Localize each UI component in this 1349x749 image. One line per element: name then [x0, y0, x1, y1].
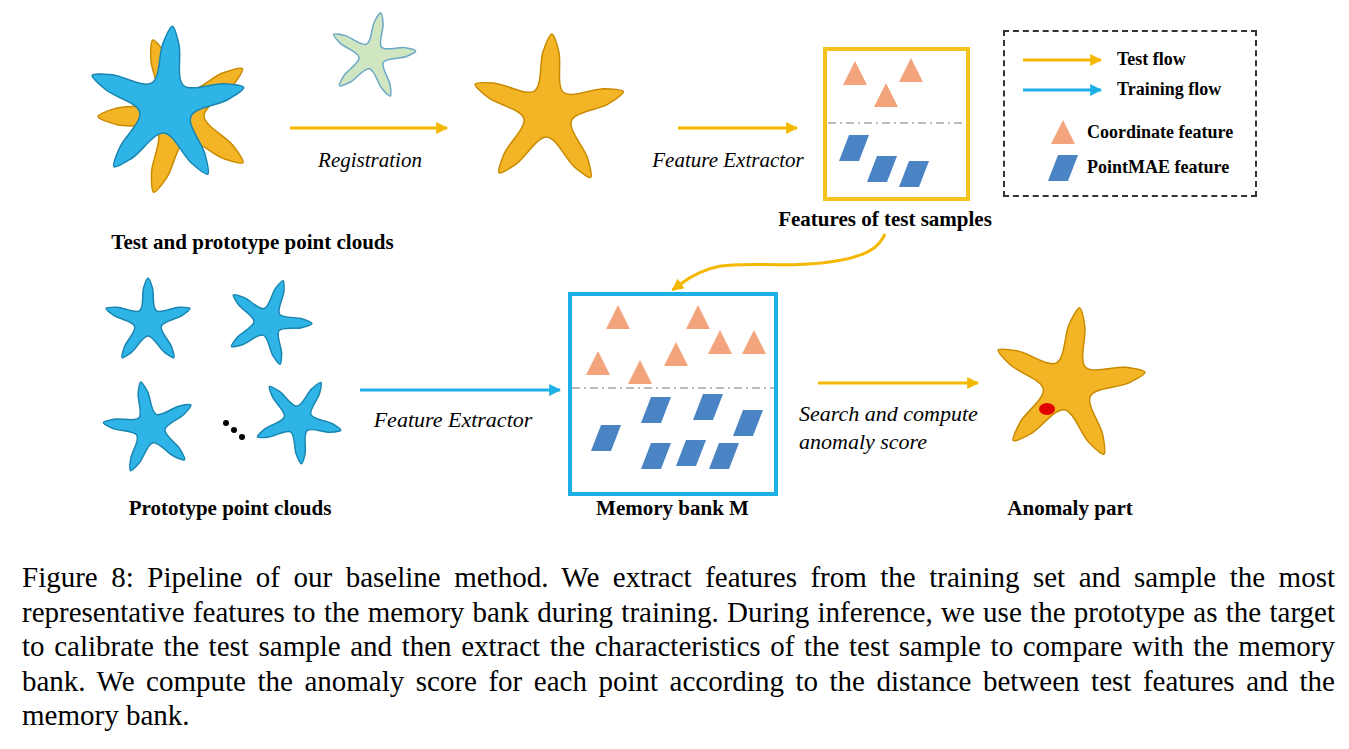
figure-label: Test and prototype point clouds: [111, 230, 393, 255]
pointmae-feature: [899, 161, 929, 187]
test-flow-arrow: [678, 127, 797, 130]
figure-caption: Figure 8: Pipeline of our baseline metho…: [22, 560, 1335, 733]
pointmae-feature: [733, 410, 763, 436]
prototype-starfish: [257, 382, 340, 463]
legend-sample: [1048, 155, 1078, 181]
prototype-starfish: [106, 278, 190, 358]
registered-starfish: [475, 34, 623, 177]
figure-label: Memory bank M: [596, 496, 749, 521]
figure-label: Anomaly part: [1007, 496, 1132, 521]
legend-label: Training flow: [1117, 79, 1221, 101]
prototype-starfish: [92, 26, 244, 174]
legend-sample: [1051, 120, 1075, 144]
anomaly-starfish: [998, 308, 1145, 455]
legend-label: Test flow: [1117, 49, 1186, 71]
pointmae-feature: [591, 425, 621, 451]
registration-preview: [334, 13, 416, 96]
pointmae-feature: [839, 135, 869, 161]
figure-group: Anomaly part: [985, 300, 1155, 521]
test-flow-arrow: [818, 382, 978, 385]
training-flow-arrow: [360, 389, 560, 392]
pointmae-feature: [693, 394, 723, 420]
pointmae-feature: [641, 443, 671, 469]
coordinate-feature: [874, 83, 898, 107]
edge-label: Search and compute anomaly score: [799, 400, 1014, 455]
test-flow-arrow: [673, 234, 886, 290]
legend-box: Test flowTraining flowCoordinate feature…: [1003, 30, 1257, 197]
coordinate-feature: [606, 305, 630, 329]
box-outline: [823, 47, 970, 201]
coordinate-feature: [628, 360, 652, 384]
ellipsis-dot: [231, 427, 237, 433]
figure-group: Prototype point clouds: [100, 270, 360, 521]
coordinate-feature: [586, 351, 610, 375]
ellipsis-dot: [223, 420, 229, 426]
coordinate-feature: [686, 305, 710, 329]
pointmae-feature: [709, 443, 739, 469]
pointmae-feature: [867, 156, 897, 182]
box-outline: [568, 292, 778, 496]
coordinate-feature: [664, 342, 688, 366]
step-label: Registration: [318, 147, 422, 173]
pointmae-feature: [641, 397, 671, 423]
figure-label: Prototype point clouds: [129, 496, 332, 521]
test-flow-arrow: [290, 127, 447, 130]
step-label: Feature Extractor: [652, 147, 803, 173]
prototype-starfish: [231, 281, 312, 365]
legend-label: Coordinate feature: [1087, 122, 1233, 144]
coordinate-feature: [843, 61, 867, 85]
prototype-starfish: [103, 382, 191, 471]
coordinate-feature: [708, 330, 732, 354]
feature-divider: [572, 387, 774, 389]
pointmae-feature: [676, 440, 706, 466]
figure-group: Test and prototype point clouds: [85, 15, 420, 255]
legend-label: PointMAE feature: [1087, 157, 1229, 179]
edge-label: Feature Extractor: [353, 406, 553, 434]
anomaly-region: [1039, 403, 1055, 415]
figure-label: Features of test samples: [778, 207, 992, 232]
legend-sample: [1023, 90, 1101, 91]
coordinate-feature: [742, 330, 766, 354]
legend-sample: [1023, 60, 1101, 61]
feature-divider: [828, 122, 966, 124]
ellipsis-dot: [239, 434, 245, 440]
feature-box: Features of test samples: [765, 44, 1005, 232]
memory-bank: Memory bank M: [560, 290, 785, 521]
coordinate-feature: [899, 58, 923, 82]
